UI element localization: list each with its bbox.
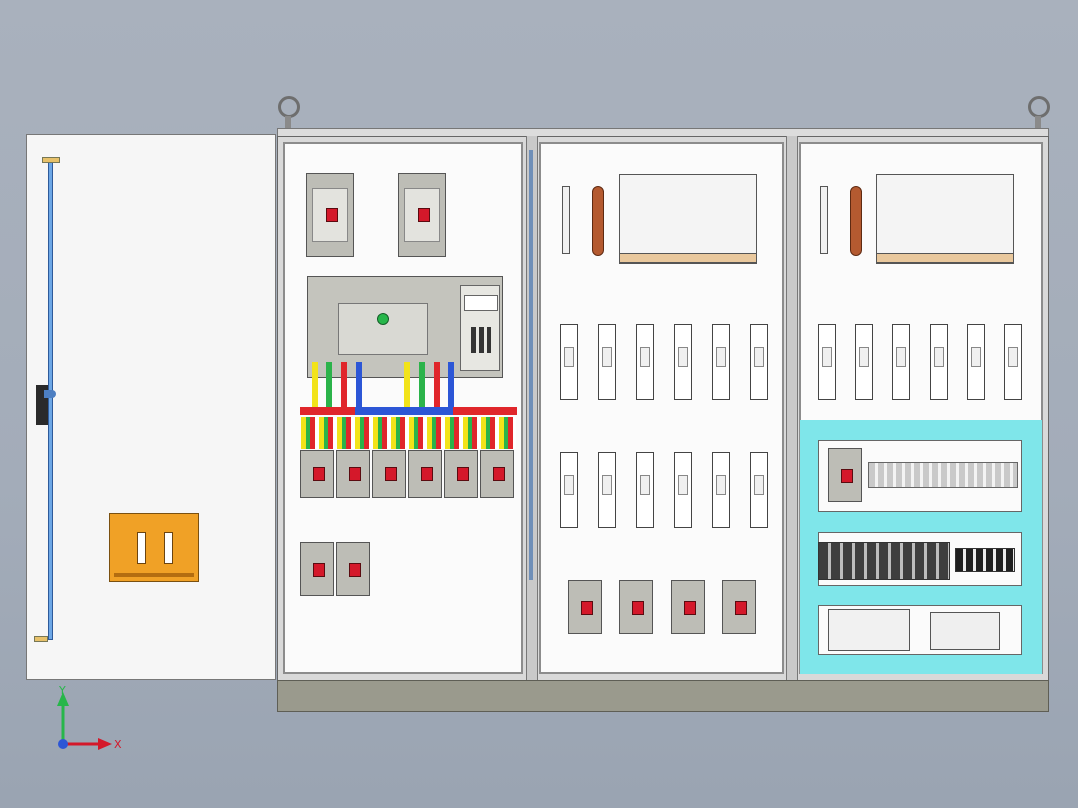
controller-buttons[interactable] <box>471 327 491 353</box>
spare-breaker-1[interactable] <box>300 542 334 596</box>
fuse-holder-m2-6[interactable] <box>750 452 768 528</box>
fuse-holder-m1-1[interactable] <box>560 324 578 400</box>
distribution-wiring <box>301 417 516 449</box>
small-breaker-m-4[interactable] <box>722 580 756 634</box>
busbar-red-left <box>300 407 355 415</box>
plc-unit[interactable] <box>828 609 910 651</box>
fuse-holder-r-1[interactable] <box>818 324 836 400</box>
terminal-strip-middle <box>562 186 570 254</box>
main-breaker-2[interactable] <box>398 173 446 257</box>
wire-blue-2 <box>448 362 454 408</box>
terminal-strip-right <box>820 186 828 254</box>
relay-bank[interactable] <box>818 542 950 580</box>
fuse-holder-m2-2[interactable] <box>598 452 616 528</box>
door-lock-rod-top-cap <box>42 157 60 163</box>
wire-red-2 <box>434 362 440 408</box>
wire-blue-1 <box>356 362 362 408</box>
wire-red-1 <box>341 362 347 408</box>
small-breaker-m-2[interactable] <box>619 580 653 634</box>
handle-slot-left <box>137 532 146 564</box>
fuse-holder-m2-4[interactable] <box>674 452 692 528</box>
transfer-switch-knob[interactable] <box>377 313 389 325</box>
busbar-red-right <box>453 407 517 415</box>
distribution-breaker-6[interactable] <box>480 450 514 498</box>
bay-divider-2 <box>786 136 798 680</box>
door-latch-arm <box>44 390 56 398</box>
wire-yellow-1 <box>312 362 318 408</box>
copper-bus-right <box>850 186 862 256</box>
fuse-holder-r-6[interactable] <box>1004 324 1022 400</box>
fuse-holder-r-4[interactable] <box>930 324 948 400</box>
breaker-toggle[interactable] <box>326 208 338 222</box>
transfer-switch-window <box>338 303 428 355</box>
fuse-holder-m1-6[interactable] <box>750 324 768 400</box>
fuse-holder-r-3[interactable] <box>892 324 910 400</box>
copper-bus-middle <box>592 186 604 256</box>
control-terminals-row <box>868 462 1018 488</box>
control-breaker[interactable] <box>828 448 862 502</box>
lifting-eye-right <box>1028 96 1050 118</box>
axis-y-label: Y <box>58 684 66 697</box>
distribution-breaker-1[interactable] <box>300 450 334 498</box>
fuse-holder-m2-3[interactable] <box>636 452 654 528</box>
cabinet-plinth <box>277 680 1049 712</box>
lifting-eye-left <box>278 96 300 118</box>
fuse-holder-m2-1[interactable] <box>560 452 578 528</box>
relay-block[interactable] <box>955 548 1015 572</box>
spare-breaker-2[interactable] <box>336 542 370 596</box>
fuse-holder-r-5[interactable] <box>967 324 985 400</box>
fuse-holder-m2-5[interactable] <box>712 452 730 528</box>
handle-slot-right <box>164 532 173 564</box>
cabinet-door <box>26 134 276 680</box>
fuse-holder-r-2[interactable] <box>855 324 873 400</box>
fuse-holder-m1-2[interactable] <box>598 324 616 400</box>
lifting-eye-right-stem <box>1035 116 1041 128</box>
contactor-block-right[interactable] <box>876 174 1014 264</box>
contactor-base-middle <box>619 253 757 263</box>
wire-yellow-2 <box>404 362 410 408</box>
fuse-holder-m1-4[interactable] <box>674 324 692 400</box>
controller-display <box>464 295 498 311</box>
fuse-holder-m1-3[interactable] <box>636 324 654 400</box>
distribution-breaker-2[interactable] <box>336 450 370 498</box>
wire-green-1 <box>326 362 332 408</box>
busbar-blue <box>355 407 453 415</box>
contactor-block-middle[interactable] <box>619 174 757 264</box>
power-supply[interactable] <box>930 612 1000 650</box>
door-lock-rod-bottom-cap <box>34 636 48 642</box>
door-lock-rod <box>48 158 53 640</box>
fuse-holder-m1-5[interactable] <box>712 324 730 400</box>
small-breaker-m-3[interactable] <box>671 580 705 634</box>
contactor-base-right <box>876 253 1014 263</box>
axis-triad: Y X <box>57 684 122 751</box>
distribution-breaker-5[interactable] <box>444 450 478 498</box>
bay-divider-1-rail <box>529 150 533 580</box>
lifting-eye-left-stem <box>285 116 291 128</box>
main-breaker-1[interactable] <box>306 173 354 257</box>
breaker-toggle[interactable] <box>418 208 430 222</box>
distribution-breaker-3[interactable] <box>372 450 406 498</box>
distribution-breaker-4[interactable] <box>408 450 442 498</box>
door-handle[interactable] <box>109 513 199 582</box>
wire-green-2 <box>419 362 425 408</box>
axis-x-label: X <box>114 738 122 751</box>
handle-bar <box>114 573 194 577</box>
small-breaker-m-1[interactable] <box>568 580 602 634</box>
